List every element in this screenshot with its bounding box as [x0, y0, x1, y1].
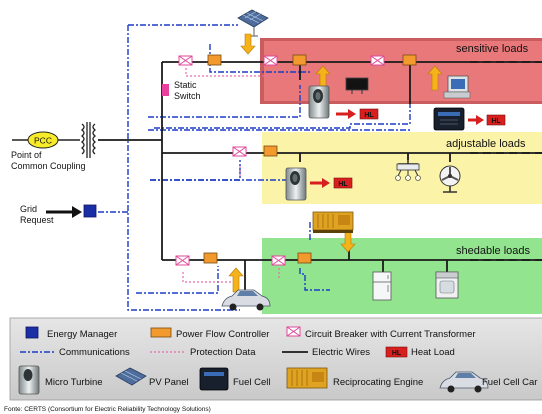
shedable-loads-zone: shedable loads — [262, 238, 542, 314]
light-fixture-icon — [395, 160, 421, 181]
grid-request-label-1: Grid — [20, 204, 37, 214]
legend-panel: Energy Manager Power Flow Controller Cir… — [9, 317, 542, 401]
pv-panel-icon — [237, 9, 269, 37]
grid-request-arrow — [46, 206, 82, 218]
exit-sign-icon: EXIT — [345, 77, 369, 94]
point-of-coupling-label-1: Point of — [11, 150, 42, 160]
legend-fuel-cell-label: Fuel Cell — [233, 377, 271, 388]
exit-sign-text: EXIT — [349, 83, 365, 90]
pcc-label: PCC — [34, 136, 52, 146]
sensitive-loads-label: sensitive loads — [456, 43, 529, 55]
static-switch-label-1: Static — [174, 80, 197, 90]
legend-power-flow-controller-label: Power Flow Controller — [176, 329, 269, 340]
heat-load-tag: HL — [338, 181, 348, 188]
legend-heat-load-label: Heat Load — [411, 347, 455, 358]
supply-arrows — [228, 33, 443, 293]
transformer-icon — [80, 122, 97, 158]
legend-fuel-cell-car-label: Fuel Cell Car — [482, 377, 537, 388]
legend-communications-label: Communications — [59, 347, 130, 358]
legend-fuel-cell-car-icon — [439, 371, 489, 393]
legend-circuit-breaker-swatch — [286, 326, 301, 337]
washing-machine-icon — [435, 271, 459, 299]
legend-pv-panel-icon — [115, 367, 147, 386]
legend-reciprocating-engine-icon — [286, 367, 328, 389]
reciprocating-engine-icon — [312, 211, 354, 233]
legend-energy-manager-swatch — [25, 326, 39, 339]
circuit-breakers — [175, 55, 385, 266]
legend-heat-load-swatch — [385, 346, 408, 358]
sensitive-loads-zone: sensitive loads — [260, 38, 542, 104]
adjustable-loads-label: adjustable loads — [446, 138, 526, 150]
communications-lines — [88, 24, 411, 311]
point-of-coupling-label-2: Common Coupling — [11, 161, 86, 171]
micro-turbine-icon — [308, 85, 330, 119]
fuel-cell-icon — [433, 107, 465, 131]
fan-icon — [439, 165, 461, 193]
power-flow-controllers — [203, 54, 417, 264]
heat-load-arrow: HL — [310, 177, 353, 189]
legend-reciprocating-engine-label: Reciprocating Engine — [333, 377, 423, 388]
legend-heat-load-tag: HL — [392, 350, 402, 357]
legend-micro-turbine-icon — [18, 365, 40, 395]
adjustable-loads-zone: adjustable loads — [262, 132, 542, 204]
heat-load-arrow: HL — [336, 108, 379, 120]
refrigerator-icon — [372, 271, 392, 301]
legend-micro-turbine-label: Micro Turbine — [45, 377, 103, 388]
static-switch-label-2: Switch — [174, 91, 201, 101]
protection-data-lines — [182, 68, 300, 283]
legend-pv-panel-label: PV Panel — [149, 377, 189, 388]
legend-fuel-cell-icon — [199, 367, 229, 391]
heat-load-arrow: HL — [468, 114, 506, 126]
fuel-cell-car-icon — [221, 289, 271, 311]
grid-request-label-2: Request — [20, 215, 54, 225]
energy-manager-box — [83, 204, 97, 218]
heat-load-tag: HL — [491, 118, 501, 125]
legend-electric-wires-label: Electric Wires — [312, 347, 370, 358]
pcc-node: PCC — [12, 131, 80, 149]
heat-load-tag: HL — [364, 112, 374, 119]
legend-energy-manager-label: Energy Manager — [47, 329, 117, 340]
legend-protection-data-label: Protection Data — [190, 347, 256, 358]
legend-circuit-breaker-label: Circuit Breaker with Current Transformer — [305, 329, 476, 340]
legend-power-flow-controller-swatch — [150, 327, 172, 338]
source-caption: Fonte: CERTS (Consortium for Electric Re… — [4, 406, 211, 413]
shedable-loads-label: shedable loads — [456, 245, 531, 257]
static-switch — [162, 84, 169, 96]
computer-icon — [443, 75, 471, 99]
micro-turbine-icon — [285, 167, 307, 201]
